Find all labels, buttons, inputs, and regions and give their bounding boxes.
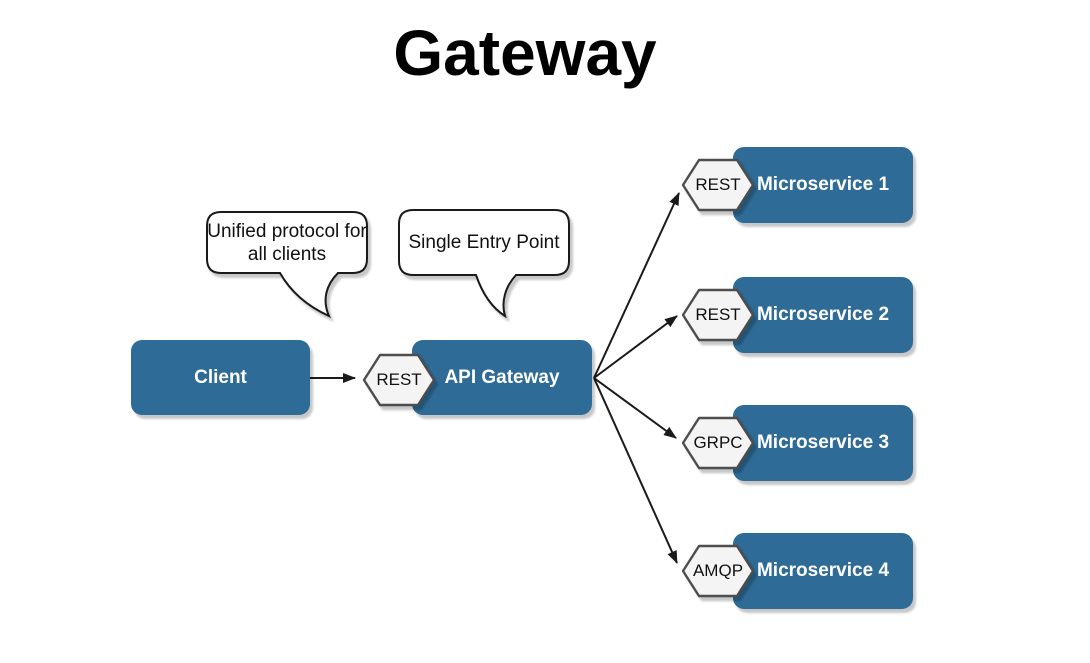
hexagon-badge-icon	[362, 353, 436, 407]
node-api-gateway-label: API Gateway	[444, 366, 560, 388]
callout-bubble-single-entry-point	[398, 209, 570, 319]
node-microservice-1-label: Microservice 1	[756, 174, 890, 195]
hexagon-badge-icon	[681, 288, 755, 342]
node-client-label: Client	[194, 366, 247, 388]
node-microservice-4-label: Microservice 4	[756, 560, 890, 581]
node-microservice-2-label: Microservice 2	[756, 304, 890, 325]
hexagon-badge-icon	[681, 158, 755, 212]
protocol-badge-microservice-4-label: AMQP	[692, 561, 744, 580]
callout-bubble-unified-protocol	[206, 211, 368, 318]
node-client: Client	[131, 340, 310, 415]
protocol-badge-microservice-3-label: GRPC	[693, 433, 743, 452]
protocol-badge-microservice-2-label: REST	[695, 305, 741, 324]
protocol-badge-client-gateway-label: REST	[376, 370, 422, 389]
arrow-gateway-to-microservice-2	[593, 315, 678, 379]
node-api-gateway: API Gateway	[412, 340, 592, 415]
hexagon-badge-icon	[681, 544, 755, 598]
callout-text-single-entry-point: Single Entry Point	[408, 232, 560, 253]
node-microservice-4: Microservice 4	[733, 533, 913, 609]
page-title: Gateway	[393, 17, 657, 89]
arrow-gateway-to-microservice-1	[593, 192, 680, 379]
protocol-badge-microservice-3: GRPC	[681, 415, 755, 471]
callout-text-unified-protocol: Unified protocol for all clients	[207, 220, 367, 265]
protocol-badge-microservice-1-label: REST	[695, 175, 741, 194]
protocol-badge-client-gateway: REST	[362, 352, 436, 408]
node-microservice-3: Microservice 3	[733, 405, 913, 481]
node-microservice-3-label: Microservice 3	[756, 432, 890, 453]
hexagon-badge-icon	[681, 416, 755, 470]
arrow-gateway-to-microservice-3	[593, 377, 677, 439]
protocol-badge-microservice-4: AMQP	[681, 543, 755, 599]
protocol-badge-microservice-2: REST	[681, 287, 755, 343]
node-microservice-2: Microservice 2	[733, 277, 913, 353]
arrow-gateway-to-microservice-4	[593, 377, 678, 564]
protocol-badge-microservice-1: REST	[681, 157, 755, 213]
node-microservice-1: Microservice 1	[733, 147, 913, 223]
